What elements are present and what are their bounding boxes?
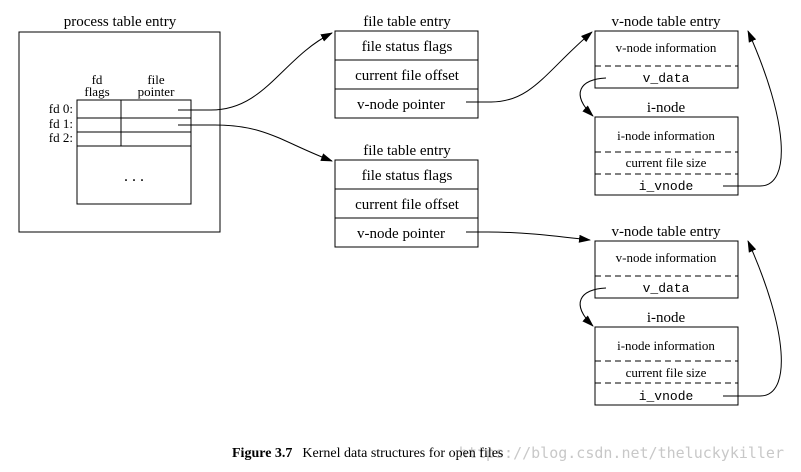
inode-2-title: i-node (647, 310, 686, 326)
fd-table-ellipsis: . . . (124, 168, 144, 185)
file-pointer-header-line2: pointer (138, 84, 175, 99)
file-table-2-title: file table entry (363, 143, 451, 159)
file-table-1-current-offset: current file offset (355, 68, 460, 84)
file-table-2-status-flags: file status flags (362, 168, 453, 184)
file-table-2-current-offset: current file offset (355, 197, 460, 213)
vnode-2-box (594, 240, 739, 299)
figure-caption: Figure 3.7 Kernel data structures for ope… (232, 446, 503, 461)
arrow-fd0-to-file-table-1 (178, 32, 333, 111)
fd2-label: fd 2: (49, 130, 73, 145)
arrow-i-vnode-2-to-vnode-2 (723, 240, 782, 397)
inode-1-box (594, 116, 739, 196)
file-table-1-vnode-pointer: v-node pointer (357, 97, 445, 113)
inode-2-information: i-node information (617, 338, 715, 353)
vnode-table-entry-1: v-node table entry v-node information v_… (594, 14, 739, 196)
vnode-1-box (594, 30, 739, 89)
file-table-entry-2: file table entry file status flags curre… (334, 143, 479, 248)
arrow-fd1-to-file-table-2 (178, 124, 333, 162)
fd1-label: fd 1: (49, 116, 73, 131)
fd0-label: fd 0: (49, 101, 73, 116)
inode-1-i-vnode: i_vnode (639, 179, 694, 194)
inode-1-title: i-node (647, 100, 686, 116)
arrow-vdata-1-to-inode-1 (579, 77, 607, 117)
file-table-1-status-flags: file status flags (362, 39, 453, 55)
vnode-table-entry-2: v-node table entry v-node information v_… (594, 224, 739, 406)
arrow-vdata-2-to-inode-2 (579, 287, 607, 327)
arrow-i-vnode-1-to-vnode-1 (723, 30, 782, 187)
file-table-1-title: file table entry (363, 14, 451, 30)
file-table-2-box (334, 159, 479, 248)
vnode-2-v-data: v_data (643, 281, 690, 296)
fd-table (76, 99, 192, 205)
vnode-1-v-data: v_data (643, 71, 690, 86)
process-table-entry: process table entry fd flags file pointe… (18, 14, 221, 233)
figure-caption-label: Figure 3.7 (232, 446, 292, 461)
pointer-arrows (178, 30, 782, 397)
fd-flags-header-line1: fd (92, 72, 103, 87)
inode-2-i-vnode: i_vnode (639, 389, 694, 404)
file-pointer-header-line1: file (147, 72, 165, 87)
vnode-1-title: v-node table entry (611, 14, 721, 30)
inode-2-box (594, 326, 739, 406)
file-table-1-box (334, 30, 479, 119)
arrow-file-table-2-to-vnode-2 (466, 231, 591, 243)
inode-1-current-file-size: current file size (626, 155, 707, 170)
file-table-entry-1: file table entry file status flags curre… (334, 14, 479, 119)
fd-flags-header-line2: flags (84, 84, 109, 99)
watermark-text: https://blog.csdn.net/theluckykiller (459, 444, 784, 462)
figure-caption-text: Kernel data structures for open files (302, 446, 503, 461)
vnode-2-title: v-node table entry (611, 224, 721, 240)
file-table-2-vnode-pointer: v-node pointer (357, 226, 445, 242)
vnode-1-information: v-node information (616, 40, 717, 55)
vnode-2-information: v-node information (616, 250, 717, 265)
arrow-file-table-1-to-vnode-1 (466, 31, 593, 103)
inode-1-information: i-node information (617, 128, 715, 143)
inode-2-current-file-size: current file size (626, 365, 707, 380)
process-table-title: process table entry (64, 14, 177, 30)
